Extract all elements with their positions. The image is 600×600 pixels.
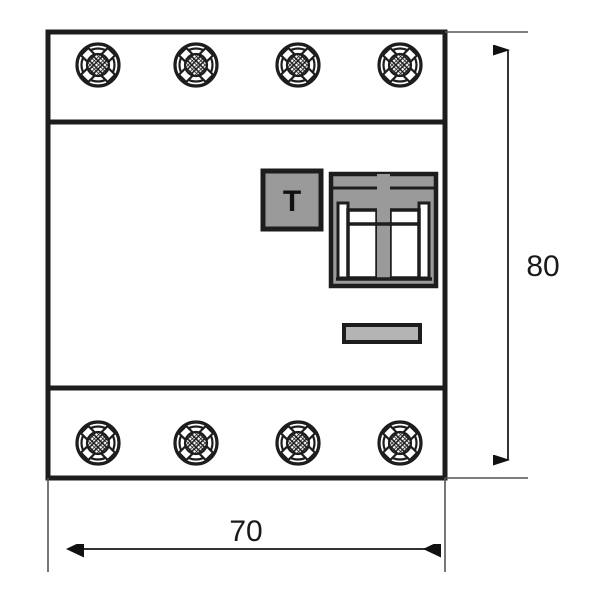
screw-terminal[interactable] — [377, 42, 423, 88]
screw-terminal[interactable] — [275, 420, 321, 466]
dimension-height: 80 — [445, 31, 560, 479]
indicator-window-body — [342, 323, 422, 344]
screw-terminal[interactable] — [173, 420, 219, 466]
switch-lever-assembly[interactable] — [328, 171, 439, 289]
screw-terminal[interactable] — [275, 42, 321, 88]
screw-terminal[interactable] — [377, 420, 423, 466]
height-dimension-label: 80 — [526, 250, 559, 283]
test-button[interactable]: T — [260, 168, 324, 232]
indicator-window — [342, 323, 422, 344]
lever-left-block — [346, 208, 379, 280]
dimension-width: 70 — [47, 478, 446, 572]
width-dimension-label: 70 — [229, 515, 262, 548]
screw-terminal[interactable] — [75, 420, 121, 466]
lever-paddle-core[interactable] — [379, 226, 388, 276]
lever-right-block — [388, 208, 421, 280]
screw-terminal[interactable] — [173, 42, 219, 88]
screw-terminal[interactable] — [75, 42, 121, 88]
test-button-label: T — [283, 185, 301, 218]
test-button-body[interactable] — [260, 168, 324, 232]
